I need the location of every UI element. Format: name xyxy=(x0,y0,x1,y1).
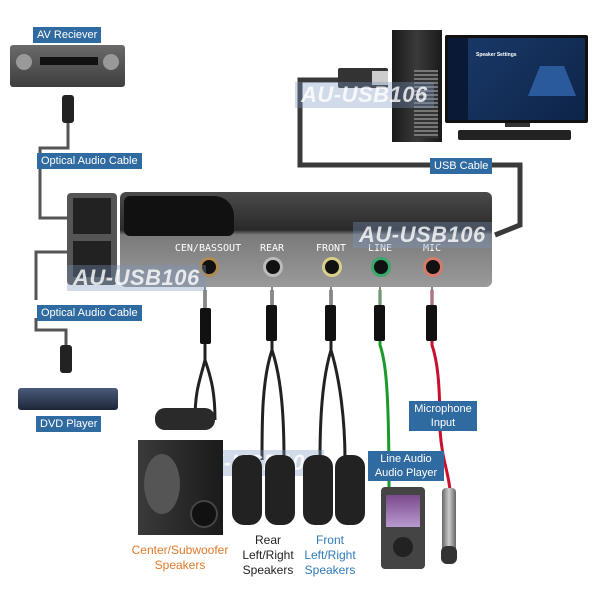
microphone xyxy=(441,488,457,564)
device-cap xyxy=(124,196,234,236)
av-receiver xyxy=(10,45,125,87)
port-label-cen-bassout: CEN/BASSOUT xyxy=(174,243,242,254)
dvd-player xyxy=(18,388,118,410)
watermark: AU-USB106 xyxy=(353,222,492,248)
optical-cable-label-top: Optical Audio Cable xyxy=(37,153,142,169)
audio-player xyxy=(381,487,425,569)
watermark: AU-USB106 xyxy=(67,265,206,291)
optical-cable-label-bottom: Optical Audio Cable xyxy=(37,305,142,321)
usb-plug xyxy=(338,68,388,88)
port-label-front: FRONT xyxy=(315,243,347,254)
av-receiver-label: AV Reciever xyxy=(33,27,102,43)
keyboard xyxy=(458,130,571,140)
monitor: Speaker Settings xyxy=(445,35,588,123)
usb-sound-card xyxy=(120,192,492,287)
microphone-label: Microphone Input xyxy=(409,401,477,431)
monitor-stand xyxy=(505,123,530,127)
monitor-title: Speaker Settings xyxy=(476,52,517,58)
audio-jack[interactable] xyxy=(322,257,342,277)
audio-jack[interactable] xyxy=(371,257,391,277)
center-speaker xyxy=(155,408,215,430)
audio-jack[interactable] xyxy=(423,257,443,277)
monitor-screen: Speaker Settings xyxy=(448,38,585,120)
port-label-line: LINE xyxy=(367,243,393,254)
rear-caption: Rear Left/Right Speakers xyxy=(242,533,294,577)
audio-jack[interactable] xyxy=(199,257,219,277)
optical-port-block xyxy=(67,193,117,285)
optical-cable-top xyxy=(38,110,70,220)
usb-cable-label: USB Cable xyxy=(430,158,493,174)
subwoofer xyxy=(138,440,223,535)
port-label-mic: MIC xyxy=(422,243,442,254)
audio-jack[interactable] xyxy=(263,257,283,277)
front-speaker-right xyxy=(335,455,365,525)
port-label-rear: REAR xyxy=(259,243,285,254)
front-caption: Front Left/Right Speakers xyxy=(304,533,356,577)
rear-speaker-left xyxy=(232,455,262,525)
dvd-player-label: DVD Player xyxy=(36,416,102,432)
usb-cable xyxy=(297,77,523,238)
rear-speaker-right xyxy=(265,455,295,525)
line-player-label: Line Audio Audio Player xyxy=(368,451,444,481)
front-speaker-left xyxy=(303,455,333,525)
pc-tower xyxy=(392,30,442,142)
center-sub-caption: Center/Subwoofer Speakers xyxy=(131,543,229,572)
watermark: AU-USB106 xyxy=(295,82,434,108)
